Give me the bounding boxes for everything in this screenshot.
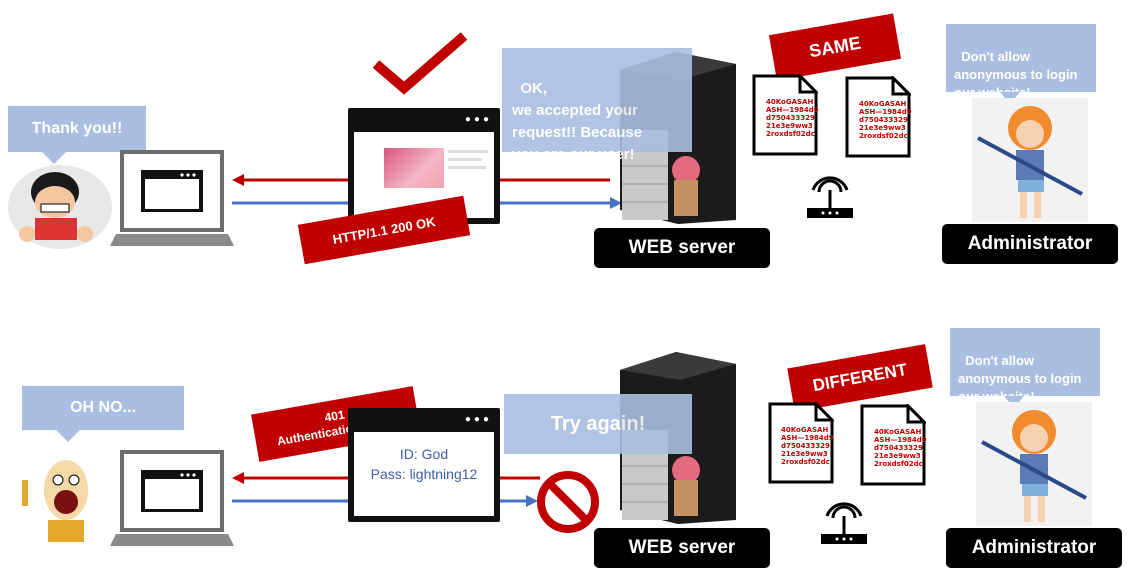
admin-speech-bubble-bottom: Don't allow anonymous to login our websi… xyxy=(950,328,1100,404)
request-response-arrows-bottom xyxy=(232,472,540,507)
browser-window: ●●● ID: God Pass: lightning12 xyxy=(348,408,500,522)
credentials-id: ID: God xyxy=(399,446,449,462)
server-label: WEB server xyxy=(594,228,770,268)
server-message-bubble-bottom: Try again! xyxy=(504,394,692,454)
shocked-user-character xyxy=(22,460,88,542)
administrator-label: Administrator xyxy=(946,528,1122,568)
window-controls-icon: ●●● xyxy=(464,414,492,425)
administrator-character xyxy=(976,402,1092,526)
credentials-form: ID: God Pass: lightning12 xyxy=(354,432,494,516)
request-response-arrows-top xyxy=(232,174,622,209)
compare-tag-same: SAME xyxy=(768,13,902,81)
router-icon xyxy=(807,176,853,218)
hash-document-icon xyxy=(860,404,926,486)
client-speech-bubble-bottom: OH NO... xyxy=(22,386,184,430)
webpage-image xyxy=(384,148,444,188)
server-message-bubble-top: OK, we accepted your request!! Because y… xyxy=(502,48,692,163)
router-icon xyxy=(821,502,867,544)
hash-text: 40KoGASAH ASH—1984d9 d750433329 21e3e9ww… xyxy=(859,100,912,140)
credentials-pass: Pass: lightning12 xyxy=(370,466,478,482)
admin-speech-bubble-top: Don't allow anonymous to login our websi… xyxy=(946,24,1096,100)
happy-user-character xyxy=(8,165,112,249)
laptop-icon xyxy=(110,150,234,246)
administrator-character xyxy=(972,98,1088,222)
hash-text: 40KoGASAH ASH—1984d9 d750433329 21e3e9ww… xyxy=(766,98,819,138)
prohibited-icon xyxy=(537,471,599,533)
hash-document-icon xyxy=(845,76,911,158)
laptop-icon xyxy=(110,450,234,546)
client-bubble-text: Thank you!! xyxy=(31,120,123,137)
bubble-tail xyxy=(42,152,66,164)
bubble-tail xyxy=(56,430,80,442)
hash-text: 40KoGASAH ASH—1984d9 d750433329 21e3e9ww… xyxy=(781,426,834,466)
checkmark-icon xyxy=(372,32,468,95)
administrator-label: Administrator xyxy=(942,224,1118,264)
hash-text: 40KoGASAH ASH—1984d9 d750433329 21e3e9ww… xyxy=(874,428,927,468)
server-label: WEB server xyxy=(594,528,770,568)
window-controls-icon: ●●● xyxy=(464,114,492,125)
client-speech-bubble-top: Thank you!! xyxy=(8,106,146,152)
hash-document-icon xyxy=(768,402,834,484)
hash-document-icon xyxy=(752,74,818,156)
